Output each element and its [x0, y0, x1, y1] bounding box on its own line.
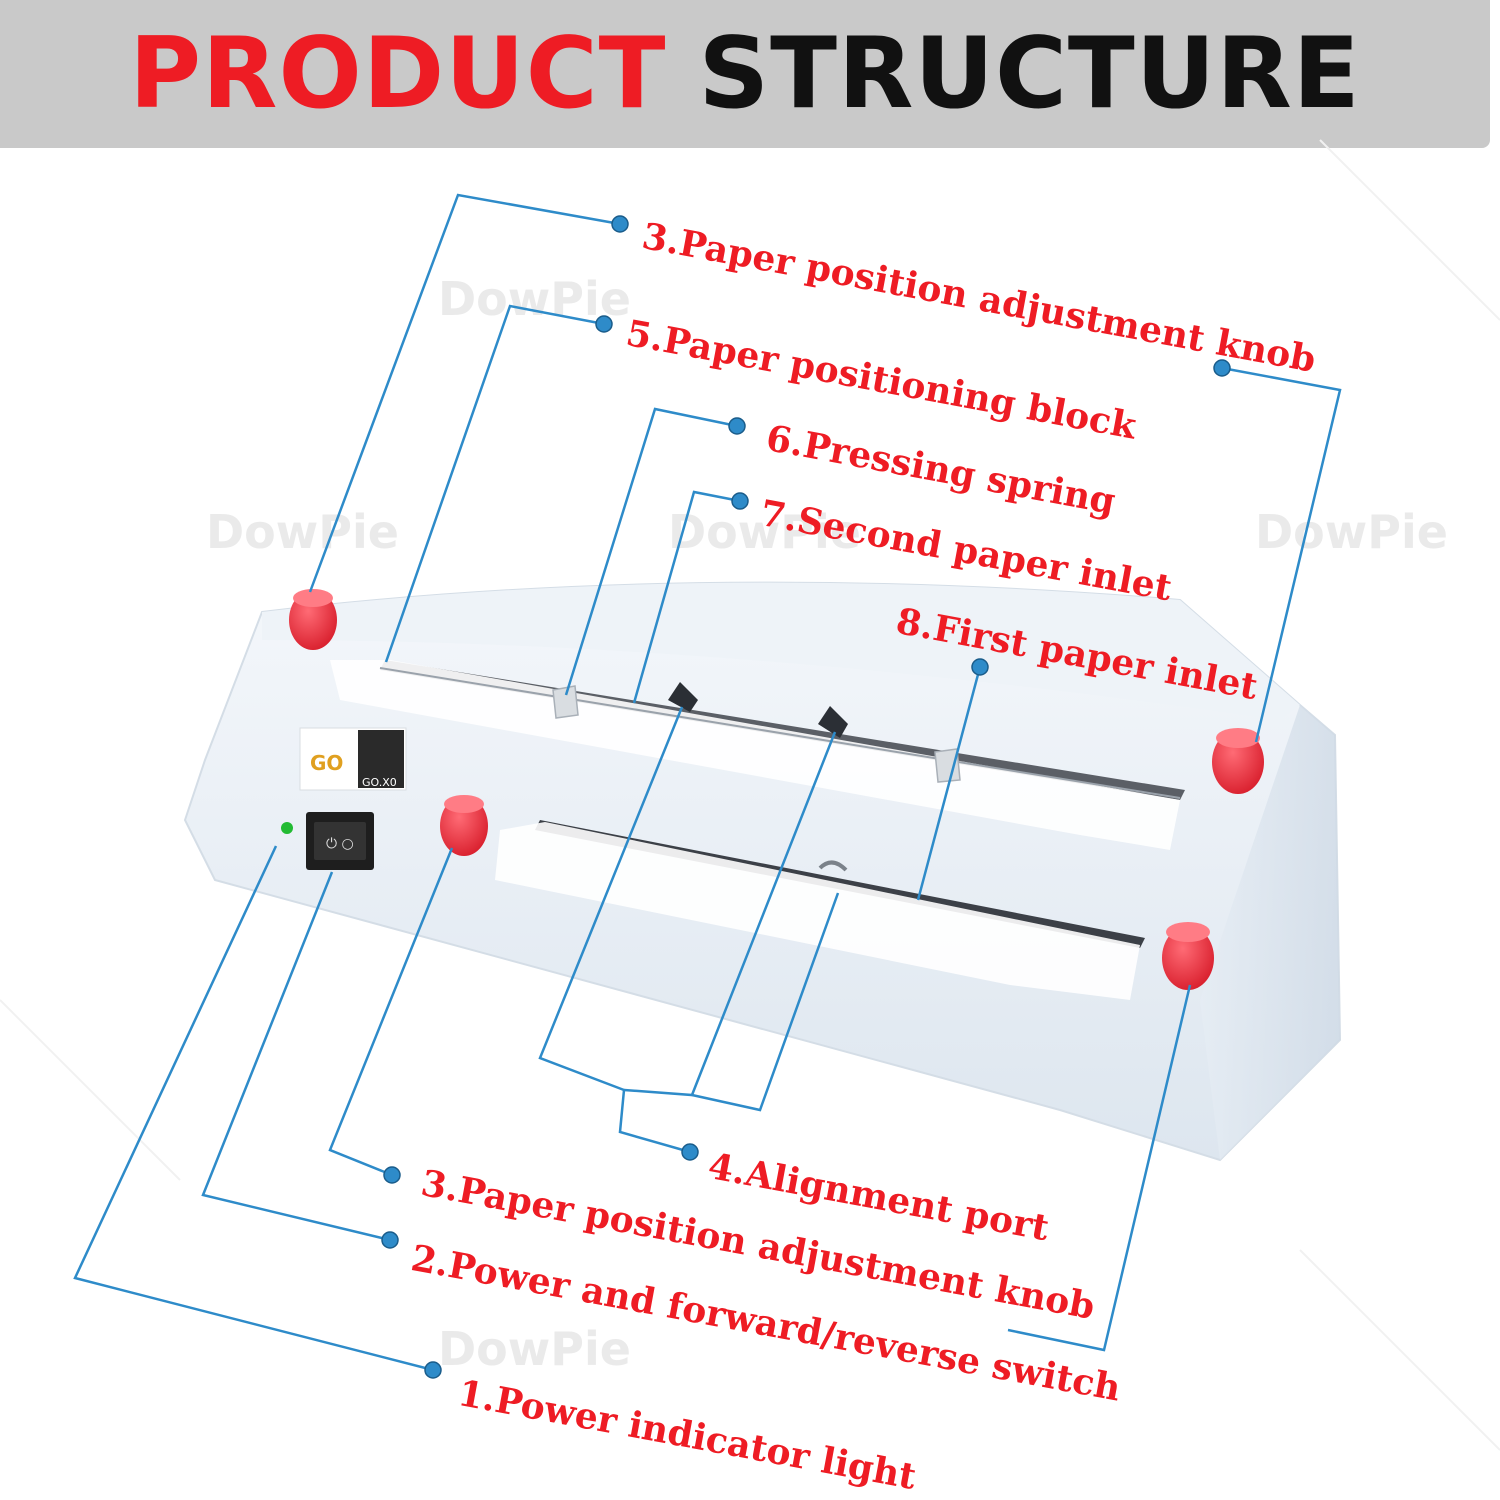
watermark: DowPie — [668, 505, 861, 559]
background-lines — [0, 139, 1500, 1451]
watermark: DowPie — [206, 505, 399, 559]
model-text: GO.X0 — [362, 776, 397, 789]
positioning-block — [552, 685, 961, 783]
title-product: PRODUCT — [129, 17, 667, 131]
logo-text: GO — [310, 751, 343, 775]
power-switch[interactable]: ⏻ ○ — [306, 812, 374, 870]
adjustment-knob[interactable] — [1212, 728, 1264, 794]
header-banner: PRODUCT STRUCTURE — [0, 0, 1490, 148]
control-panel: GO GO.X0 — [299, 727, 407, 791]
title-structure: STRUCTURE — [698, 17, 1361, 131]
pressing-spring — [668, 682, 848, 738]
leader-lines — [73, 193, 1342, 1372]
adjustment-knob[interactable] — [1162, 922, 1214, 990]
watermark: DowPie — [438, 1322, 631, 1376]
upper-inlet — [330, 660, 1185, 850]
adjustment-knob[interactable] — [289, 589, 337, 650]
watermark: DowPie — [1255, 505, 1448, 559]
power-indicator-light — [281, 822, 293, 834]
adjustment-knob[interactable] — [440, 795, 488, 856]
lower-inlet — [495, 820, 1145, 1000]
leader-dots — [381, 215, 1231, 1379]
switch-symbols: ⏻ ○ — [326, 836, 354, 852]
